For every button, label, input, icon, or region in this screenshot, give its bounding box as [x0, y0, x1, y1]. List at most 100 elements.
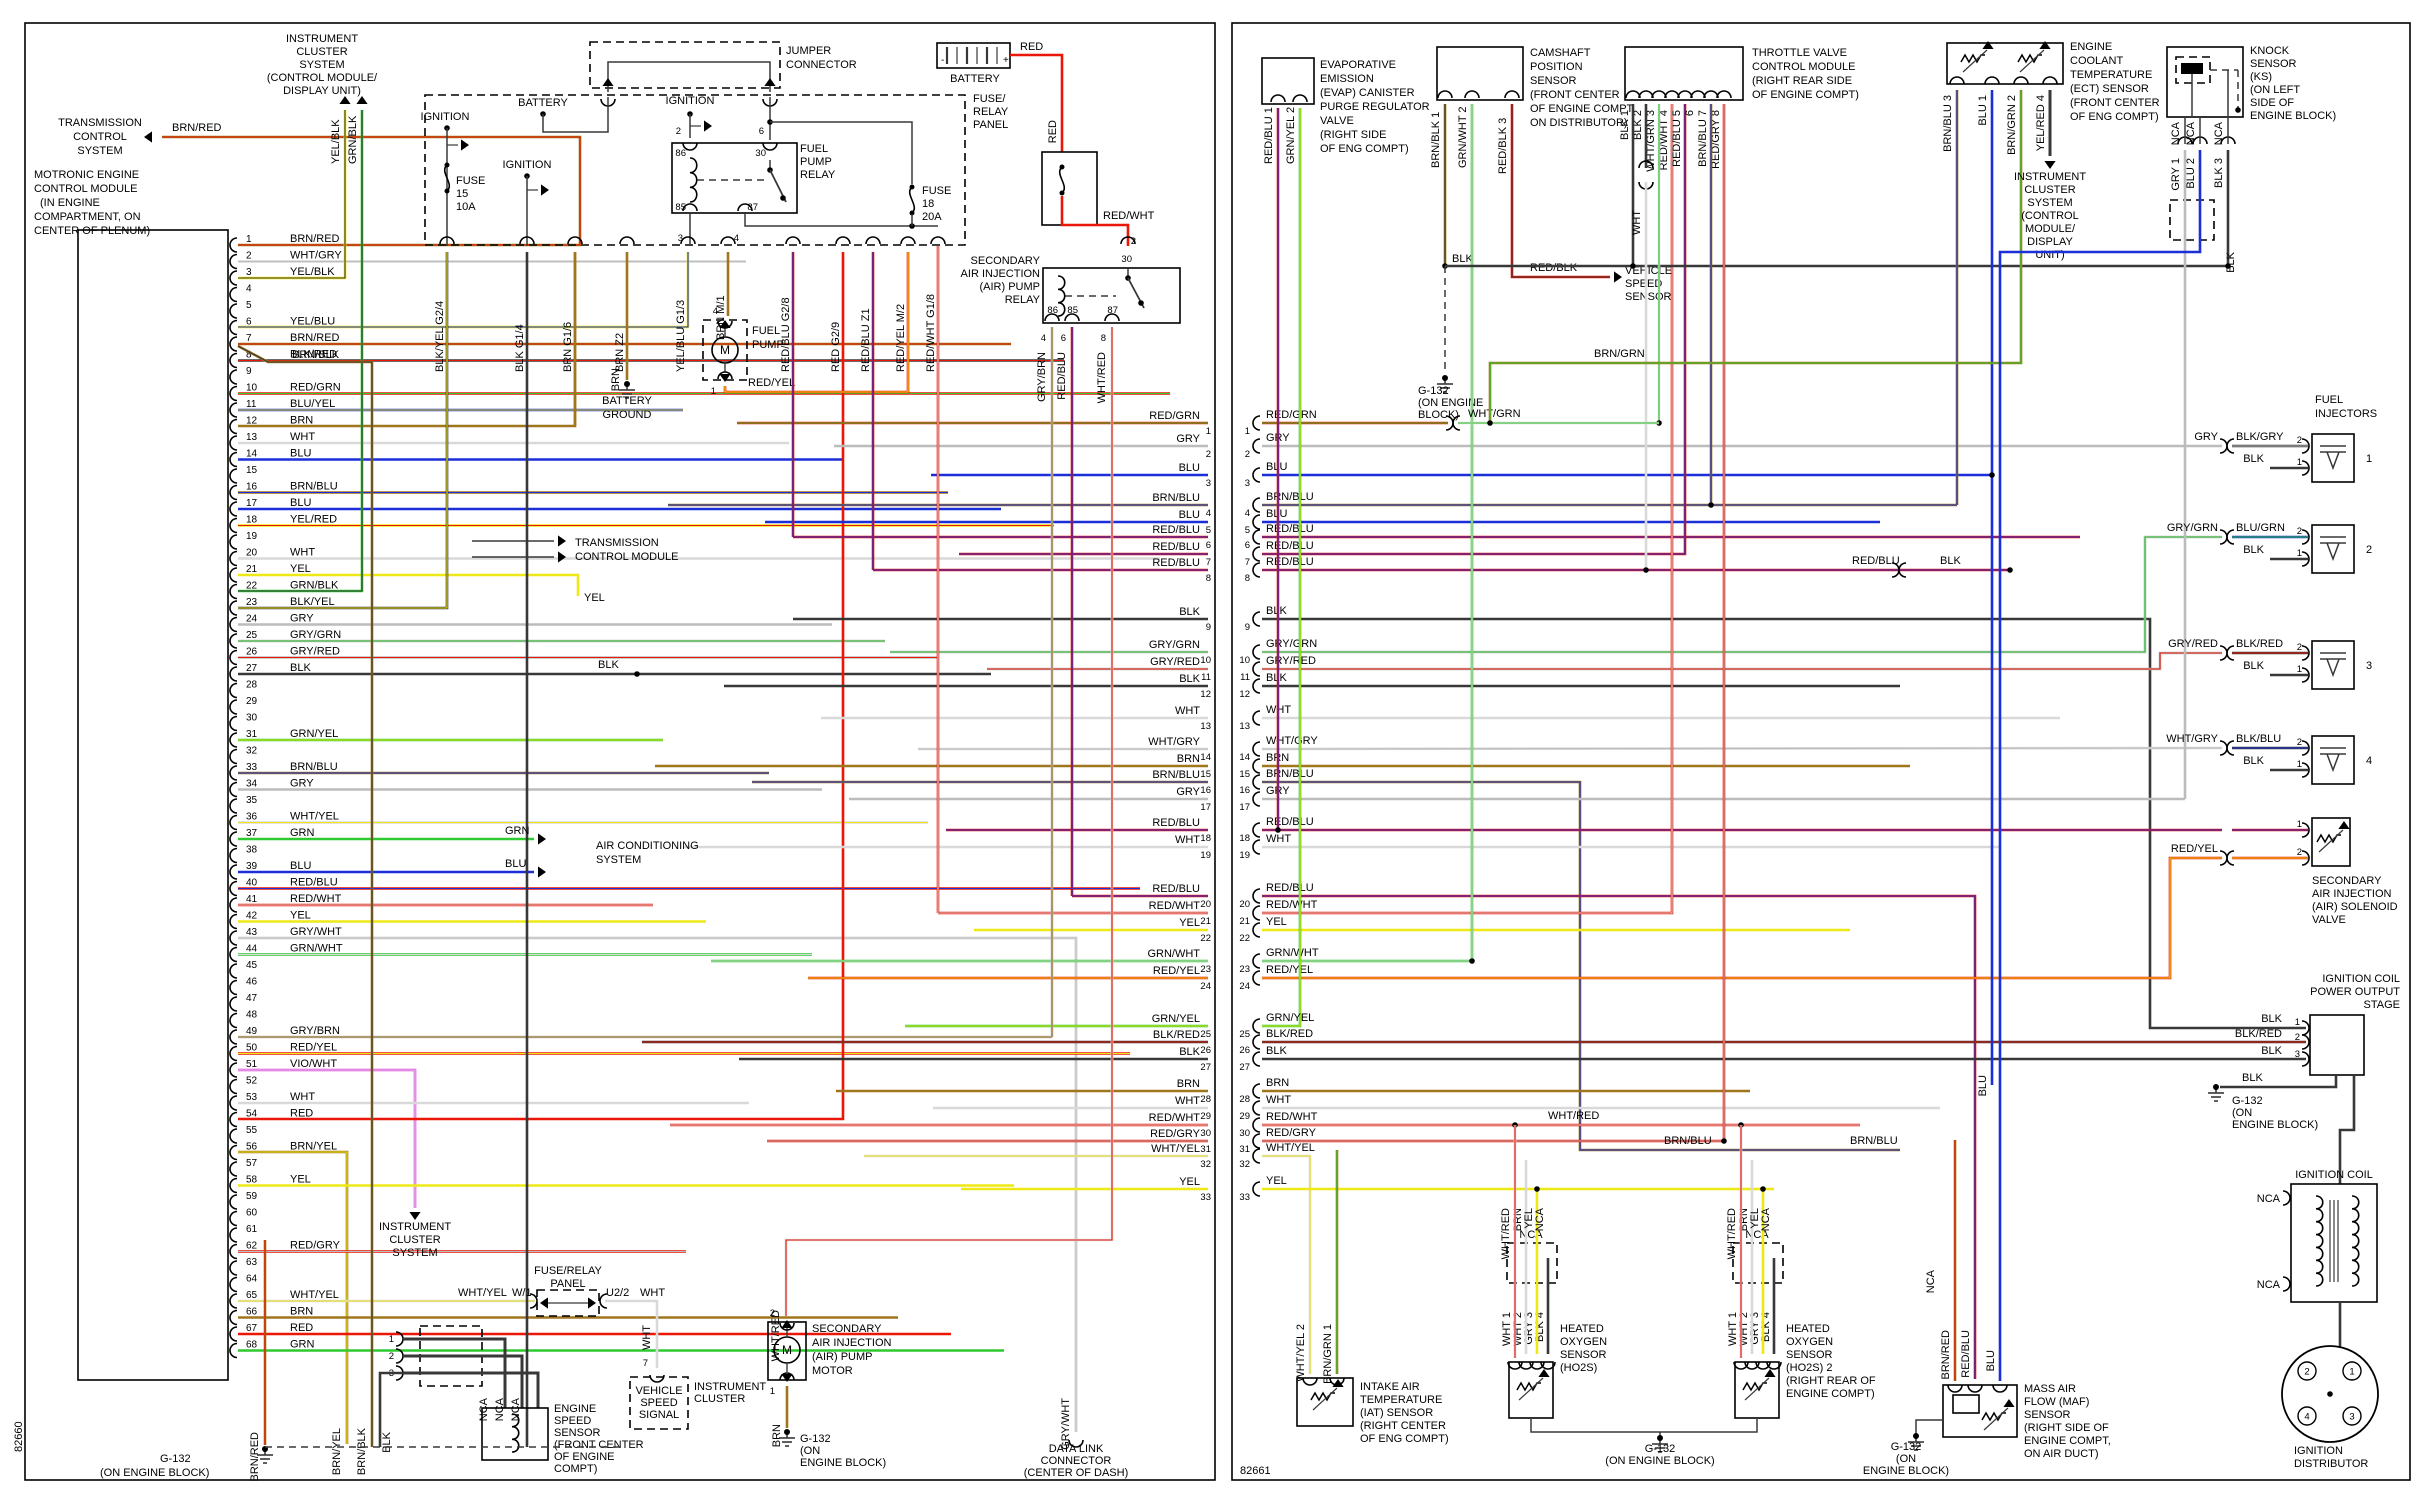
label: GRN/YEL: [290, 728, 338, 740]
connector-bracket: [1252, 467, 1261, 483]
label: BLU: [290, 497, 311, 509]
label: PUMP: [752, 339, 784, 351]
label: WHT/GRY: [1148, 736, 1200, 748]
connector-bracket: [1638, 90, 1654, 99]
label: 15: [1239, 769, 1250, 780]
label-vertical: BLU: [1977, 1075, 1989, 1096]
arrow: [1764, 1369, 1776, 1377]
label-vertical: GRN/YEL 2: [1285, 107, 1297, 164]
connector-bracket: [2282, 1190, 2291, 1206]
terminal-circle: [2342, 1406, 2362, 1426]
label: BLK: [2243, 755, 2264, 767]
arrow: [144, 131, 152, 143]
connector-bracket: [1302, 1377, 1318, 1386]
connector-bracket: [1252, 905, 1261, 921]
dashed-box: [424, 94, 966, 246]
label: 18: [246, 515, 258, 526]
label: YEL: [1179, 1176, 1200, 1188]
label-vertical: BLK 3: [2213, 158, 2225, 188]
label: RELAY: [1005, 294, 1041, 306]
label: INSTRUMENT: [694, 1381, 766, 1393]
label: INSTRUMENT: [286, 33, 358, 45]
label: 2: [770, 1308, 775, 1319]
label-vertical: YEL/BLK: [330, 119, 342, 164]
label: 33: [1239, 1192, 1250, 1203]
label: BLK: [2242, 1072, 2263, 1084]
label: PANEL: [550, 1278, 585, 1290]
connector-bracket: [1755, 1361, 1771, 1370]
label: YEL/BLK: [290, 266, 335, 278]
resistor: [2316, 833, 2341, 844]
label: (RIGHT REAR OF: [1786, 1375, 1876, 1387]
wire-stripe: [238, 252, 448, 609]
label-vertical: RED/BLU G2/8: [780, 297, 792, 372]
connector-bracket: [1252, 1117, 1261, 1133]
connector-bracket: [779, 1322, 795, 1331]
label-vertical: NCA: [1534, 1207, 1546, 1231]
wire-stripe: [238, 252, 689, 328]
connector-bracket: [1252, 611, 1261, 627]
wire-blk: [542, 97, 609, 133]
label: 68: [246, 1340, 258, 1351]
arrow: [339, 96, 351, 104]
wire-blk: [2326, 451, 2340, 471]
label: 29: [1200, 1111, 1211, 1122]
connector-bracket: [1252, 1133, 1261, 1149]
label: RED: [1020, 41, 1043, 53]
label: (CENTER OF DASH): [1024, 1467, 1129, 1479]
junction-dot: [1469, 958, 1475, 964]
coil: [2351, 1195, 2360, 1287]
label: MODULE/: [2025, 223, 2076, 235]
label: ENGINE BLOCK): [1863, 1465, 1949, 1477]
wire-gry-red: [1262, 651, 2222, 671]
label: 18: [1239, 833, 1250, 844]
label: EMISSION: [1320, 73, 1374, 85]
label: BRN: [1266, 1077, 1289, 1089]
label: 15: [456, 188, 468, 200]
label: 1: [1245, 426, 1250, 437]
wire-blk: [1518, 1377, 1544, 1401]
label: 54: [246, 1109, 258, 1120]
label: BLU: [505, 858, 526, 870]
label: TEMPERATURE: [2070, 69, 2152, 81]
label-vertical: BRN/YEL: [331, 1428, 343, 1475]
connector-bracket: [1967, 1384, 1983, 1393]
connector-bracket: [2042, 76, 2058, 85]
connector-bracket: [1898, 562, 1907, 578]
label: INJECTORS: [2315, 408, 2377, 420]
label: BRN/RED: [172, 122, 222, 134]
label: G-132: [160, 1453, 191, 1465]
label: RED/BLU: [1266, 540, 1314, 552]
label: 6: [759, 126, 764, 137]
connector-bracket: [1733, 1361, 1749, 1370]
label: YEL: [584, 592, 605, 604]
label: 13: [246, 432, 258, 443]
label-vertical: BRN: [610, 368, 622, 391]
label-vertical: BRN G1/6: [562, 322, 574, 372]
label: RED/BLU: [1266, 816, 1314, 828]
label: 1: [711, 386, 716, 397]
arrow: [1614, 271, 1622, 283]
label-vertical: WHT/RED: [1500, 1208, 1512, 1259]
label-vertical: BRN/BLU 7: [1697, 110, 1709, 167]
connector-bracket: [229, 1062, 238, 1078]
label: BLK: [1179, 1046, 1200, 1058]
label: FUSE/RELAY: [534, 1265, 602, 1277]
connector-bracket: [1638, 160, 1654, 169]
label: 85: [675, 202, 686, 213]
label: PURGE REGULATOR: [1320, 101, 1430, 113]
label: BLK: [290, 662, 311, 674]
wire-blk: [403, 1354, 524, 1408]
label: BLK/RED: [2235, 1028, 2282, 1040]
label: (ON LEFT: [2250, 84, 2300, 96]
connector-bracket: [229, 1012, 238, 1029]
label: G-132: [1645, 1443, 1676, 1455]
label: OF ENG COMPT): [1320, 143, 1409, 155]
label: GRY/RED: [290, 646, 340, 658]
label-vertical: NCA: [478, 1397, 490, 1421]
wire-stripe: [1262, 895, 1976, 1379]
label: 29: [1239, 1111, 1250, 1122]
label: BLK/RED: [2236, 638, 2283, 650]
wire-blk: [607, 61, 771, 92]
label-vertical: GRY/WHT: [1060, 1398, 1072, 1450]
